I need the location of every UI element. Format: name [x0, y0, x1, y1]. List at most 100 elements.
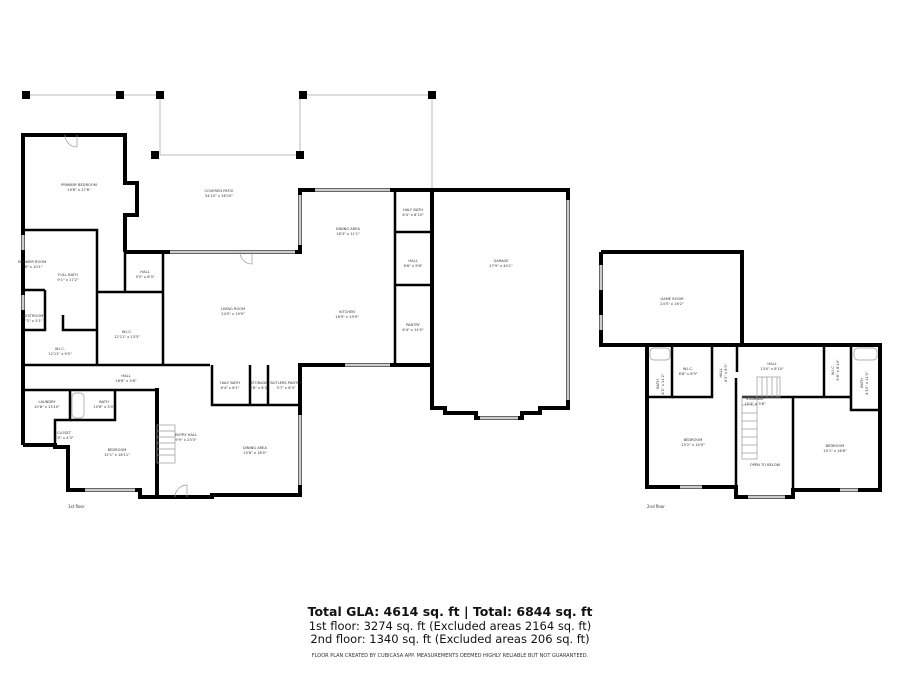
patio-post	[151, 151, 159, 159]
second-floor-plan	[599, 250, 882, 499]
room-name: HALL	[140, 270, 149, 274]
room-dimensions: 6'4" x 14'0"	[402, 328, 423, 332]
total-area: Total GLA: 4614 sq. ft | Total: 6844 sq.…	[307, 604, 593, 619]
room-name: CLOSET	[57, 431, 72, 435]
room-dimensions: 4'3" x 8'0"	[724, 363, 728, 382]
room-dimensions: 5'5" x 8'3"	[136, 275, 155, 279]
room-dimensions: 12'11" x 9'5"	[48, 352, 72, 356]
floor-label: 1st floor	[68, 504, 85, 509]
room-dimensions: 15'8" x 16'0"	[243, 451, 267, 455]
door	[239, 251, 253, 265]
room-name: HALL	[408, 259, 417, 263]
room-name: STORAGE	[250, 381, 268, 385]
room-label: OPEN TO BELOW	[750, 463, 781, 467]
room-name: HALF BATH	[403, 208, 423, 212]
room-name: BEDROOM	[826, 444, 845, 448]
room-dimensions: 15'1" x 16'8"	[823, 449, 847, 453]
room-name: STAIRWAY	[746, 397, 765, 401]
room-dimensions: 24'5" x 19'9"	[221, 312, 245, 316]
room-name: ENTRY HALL	[175, 433, 197, 437]
room-dimensions: 16'3" x 11'1"	[336, 232, 360, 236]
disclaimer: FLOOR PLAN CREATED BY CUBICASA APP. MEAS…	[311, 653, 589, 659]
room-name: HALL	[767, 362, 776, 366]
room-name: BATH	[656, 379, 660, 389]
door	[64, 134, 78, 148]
room-dimensions: 54'10" x 28'10"	[205, 194, 233, 198]
room-dimensions: 7'6" x 10'1"	[21, 265, 42, 269]
room-dimensions: 6'4" x 6'10"	[402, 213, 423, 217]
wall	[163, 188, 432, 254]
floor-label: 2nd floor	[647, 504, 665, 509]
room-name: DINING AREA	[336, 227, 360, 231]
first-floor-area: 1st floor: 3274 sq. ft (Excluded areas 2…	[308, 619, 592, 633]
room-dimensions: 16'6" x 3'8"	[115, 379, 136, 383]
room-dimensions: 6'8" x 8'9"	[679, 372, 698, 376]
room-name: HALL	[121, 374, 130, 378]
room-name: LAUNDRY	[38, 400, 56, 404]
room-name: BEDROOM	[684, 438, 703, 442]
patio-post	[22, 91, 30, 99]
room-name: W.I.C.	[683, 367, 693, 371]
room-name: LIVING ROOM	[221, 307, 245, 311]
room-name: BATH	[99, 400, 109, 404]
wall	[430, 188, 570, 420]
room-dimensions: 9'1" x 17'2"	[57, 278, 78, 282]
patio-post	[116, 91, 124, 99]
room-name: W.I.C.	[831, 365, 835, 375]
first-floor-plan	[21, 91, 570, 499]
room-dimensions: 15'1" x 18'11"	[104, 453, 130, 457]
room-dimensions: 10'6" x 5'0"	[93, 405, 114, 409]
room-name: RESTROOM	[23, 314, 44, 318]
wall	[21, 133, 139, 445]
room-dimensions: 4'10" x 11'0"	[865, 371, 869, 395]
wall	[23, 443, 157, 499]
room-name: DINING AREA	[243, 446, 267, 450]
room-dimensions: 7'2" x 5'1"	[24, 319, 43, 323]
room-dimensions: 19'8" x 27'6"	[67, 188, 91, 192]
patio-post	[296, 151, 304, 159]
staircase	[741, 376, 781, 460]
room-name: KITCHEN	[339, 310, 355, 314]
room-name: FULL BATH	[58, 273, 78, 277]
room-dimensions: 27'9" x 40'1"	[489, 264, 513, 268]
room-dimensions: 9'9" x 23'3"	[175, 438, 196, 442]
room-name: SHOWER ROOM	[18, 260, 47, 264]
room-dimensions: 10'8" x 13'10"	[34, 405, 60, 409]
room-name: GARAGE	[493, 259, 509, 263]
room-label: W.I.C.12'11" x 9'5"	[48, 347, 72, 356]
room-dimensions: 3'8" x 6'3"	[250, 386, 269, 390]
room-dimensions: 4'2" x 11'2"	[661, 373, 665, 394]
room-dimensions: 6'6" x 8'10"	[836, 359, 840, 380]
room-dimensions: 6'4" x 6'1"	[221, 386, 240, 390]
room-label: W.I.C.12'11" x 13'3"	[114, 330, 140, 339]
room-name: PANTRY	[406, 323, 421, 327]
bathtub	[71, 392, 85, 419]
room-name: BUTLERS PANTRY	[270, 381, 302, 385]
room-dimensions: 6'6" x 9'8"	[404, 264, 423, 268]
